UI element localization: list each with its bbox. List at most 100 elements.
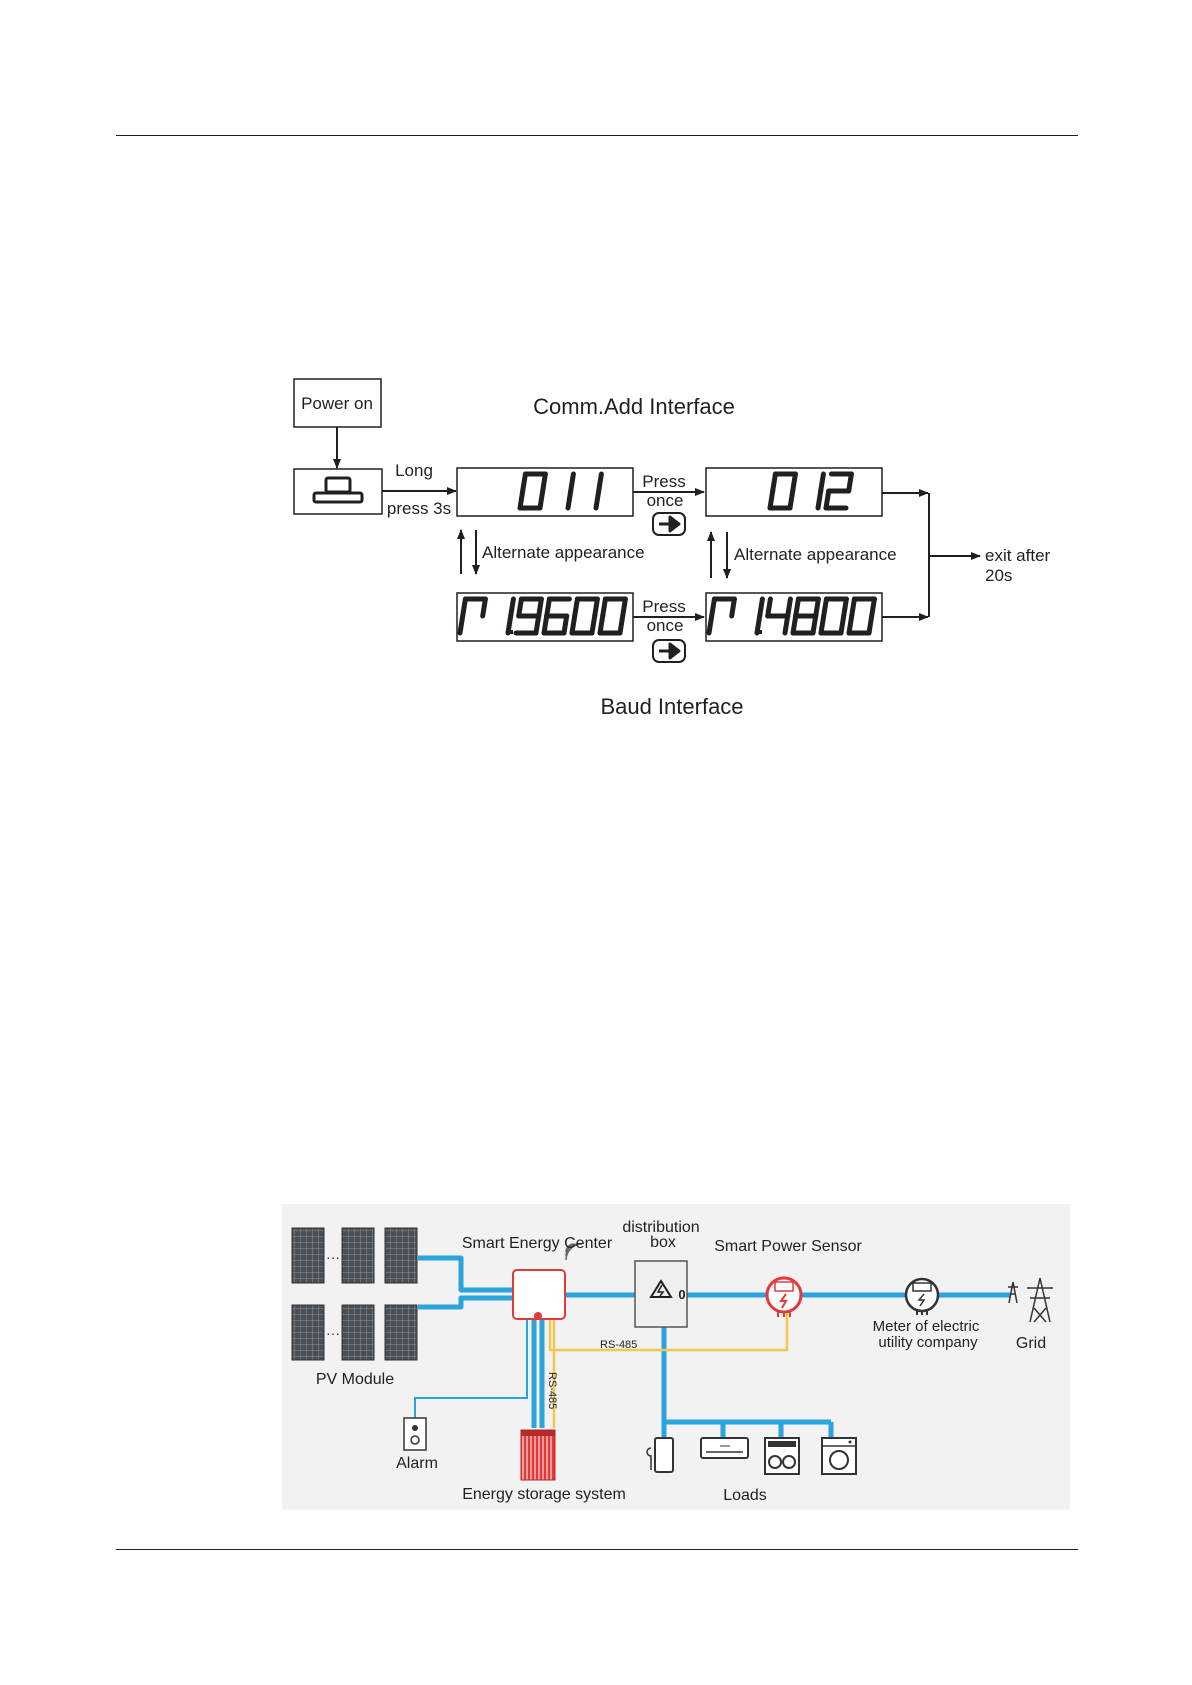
loads-label: Loads [723, 1487, 767, 1504]
svg-text:···: ··· [326, 1325, 340, 1341]
seven-seg-segment [520, 491, 523, 508]
comm-interface-title: Comm.Add Interface [533, 394, 735, 419]
seven-seg-segment [536, 616, 539, 633]
seven-seg-segment [620, 616, 623, 633]
smart-energy-center-label: Smart Energy Center [462, 1235, 613, 1252]
power-on-label: Power on [301, 394, 373, 413]
seven-seg-segment [709, 616, 712, 633]
breaker-mark: 0 [678, 1287, 685, 1302]
washing-machine-icon [822, 1438, 856, 1474]
press-label-top: Press [642, 472, 685, 491]
seven-seg-segment [599, 474, 602, 491]
seven-seg-segment [596, 491, 599, 508]
energy-storage-icon [521, 1430, 555, 1480]
pv-panel-icon [385, 1305, 417, 1360]
seven-seg-segment [796, 599, 799, 616]
seven-seg-segment [821, 616, 824, 633]
once-label-top: once [647, 491, 684, 510]
next-button-icon-top [653, 513, 685, 535]
meter-label-line2: utility company [878, 1334, 978, 1351]
alternate-label-right: Alternate appearance [734, 545, 897, 564]
pv-module-group-bottom: ··· [292, 1305, 417, 1360]
grid-label: Grid [1016, 1335, 1046, 1352]
meter-label-line1: Meter of electric [873, 1318, 980, 1335]
seven-seg-segment [770, 491, 773, 508]
seven-seg-segment [732, 599, 735, 616]
flowchart: Power on Long press 3s Comm.Add Interfac… [294, 379, 1051, 719]
pv-module-group-top: ··· [292, 1228, 417, 1283]
svg-text:···: ··· [326, 1249, 340, 1265]
seven-seg-segment [773, 474, 776, 491]
alarm-icon [404, 1418, 426, 1450]
pv-panel-icon [292, 1305, 324, 1360]
seven-seg-segment [568, 491, 571, 508]
exit-after-label: exit after [985, 546, 1051, 565]
seven-seg-segment [869, 616, 872, 633]
pv-panel-icon [385, 1228, 417, 1283]
power-on-box: Power on [294, 379, 381, 427]
seven-seg-segment [519, 599, 522, 616]
seven-seg-decimal-point [509, 630, 513, 634]
exit-bracket [882, 493, 980, 617]
seven-seg-segment [592, 616, 595, 633]
seven-seg-segment [844, 599, 847, 616]
seven-seg-segment [572, 616, 575, 633]
seven-seg-segment [785, 616, 788, 633]
seven-seg-segment [813, 616, 816, 633]
seven-seg-segment [841, 616, 844, 633]
alternate-arrows-right [711, 532, 727, 578]
exit-20s-label: 20s [985, 566, 1012, 585]
pv-panel-icon [292, 1228, 324, 1283]
seven-seg-segment [849, 474, 852, 491]
alternate-label-left: Alternate appearance [482, 543, 645, 562]
seven-seg-segment [540, 491, 543, 508]
energy-storage-label: Energy storage system [462, 1486, 626, 1503]
distribution-box-label-line2: box [650, 1234, 676, 1251]
press-label-bottom: Press [642, 597, 685, 616]
dishwasher-icon [765, 1438, 799, 1474]
seven-seg-segment [543, 474, 546, 491]
rs485-label-vertical: RS-485 [546, 1372, 558, 1409]
system-diagram: ··· ··· PV Module [282, 1204, 1070, 1510]
seven-seg-segment [483, 599, 486, 616]
seven-seg-segment [712, 599, 715, 616]
rs485-label-horizontal: RS-485 [600, 1339, 637, 1351]
seven-seg-segment [824, 599, 827, 616]
next-button-icon-bottom [653, 640, 685, 662]
smart-power-sensor-label: Smart Power Sensor [714, 1238, 862, 1255]
seven-seg-segment [816, 599, 819, 616]
alarm-label: Alarm [396, 1455, 438, 1472]
baud-interface-title: Baud Interface [600, 694, 743, 719]
seven-seg-segment [575, 599, 578, 616]
seven-seg-segment [849, 616, 852, 633]
pv-panel-icon [342, 1305, 374, 1360]
seven-seg-segment [768, 599, 771, 616]
button-box [294, 469, 382, 514]
pv-module-label: PV Module [316, 1371, 394, 1388]
seven-seg-segment [790, 491, 793, 508]
seven-seg-segment [818, 491, 821, 508]
seven-seg-segment [793, 474, 796, 491]
air-conditioner-icon [701, 1438, 748, 1458]
seven-seg-segment [600, 616, 603, 633]
seven-seg-segment [623, 599, 626, 616]
seven-seg-segment [826, 491, 829, 508]
seven-seg-segment [793, 616, 796, 633]
press-3s-label: press 3s [387, 499, 451, 518]
seven-seg-segment [539, 599, 542, 616]
seven-seg-segment [460, 616, 463, 633]
seven-seg-segment [463, 599, 466, 616]
seven-seg-segment [760, 599, 763, 616]
alternate-arrows-left [461, 530, 476, 574]
seven-seg-segment [821, 474, 824, 491]
pv-panel-icon [342, 1228, 374, 1283]
seven-seg-segment [571, 474, 574, 491]
seven-seg-segment [511, 599, 514, 616]
long-label: Long [395, 461, 433, 480]
seven-seg-decimal-point [758, 630, 762, 634]
seven-seg-segment [544, 616, 547, 633]
once-label-bottom: once [647, 616, 684, 635]
distribution-box-icon: 0 [635, 1261, 687, 1327]
seven-seg-segment [547, 599, 550, 616]
